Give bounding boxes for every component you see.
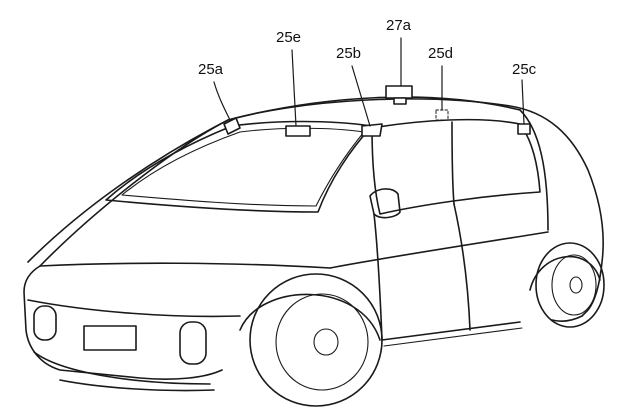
reference-labels: 25a 25e 25b 27a 25d 25c — [198, 17, 537, 78]
right-headlight — [179, 321, 207, 365]
label-25d: 25d — [428, 45, 453, 62]
sensor-25e — [285, 125, 311, 137]
label-25c: 25c — [512, 61, 537, 78]
left-headlight — [33, 305, 57, 341]
license-plate — [83, 325, 137, 351]
sensor-25d — [435, 109, 449, 121]
label-25a: 25a — [198, 61, 224, 78]
leader-25c — [521, 79, 525, 125]
rear-wheel — [529, 242, 605, 328]
label-25e: 25e — [276, 29, 301, 46]
windshield — [105, 120, 373, 213]
car-body — [23, 96, 605, 392]
leader-25e — [291, 49, 297, 127]
sensor-25b — [361, 123, 383, 137]
sensors — [223, 85, 531, 137]
headlights — [33, 305, 207, 365]
leader-25a — [213, 81, 231, 121]
sensor-27a — [385, 85, 413, 99]
front-wheel — [239, 273, 383, 407]
sensor-27a-mount — [393, 97, 407, 105]
leader-25b — [351, 65, 371, 127]
side-windows — [371, 118, 541, 341]
label-25b: 25b — [336, 45, 361, 62]
side-mirror — [369, 188, 401, 219]
label-27a: 27a — [386, 17, 412, 34]
sensor-25a — [223, 117, 241, 135]
sensor-25c — [517, 123, 531, 135]
leader-lines — [213, 37, 525, 127]
